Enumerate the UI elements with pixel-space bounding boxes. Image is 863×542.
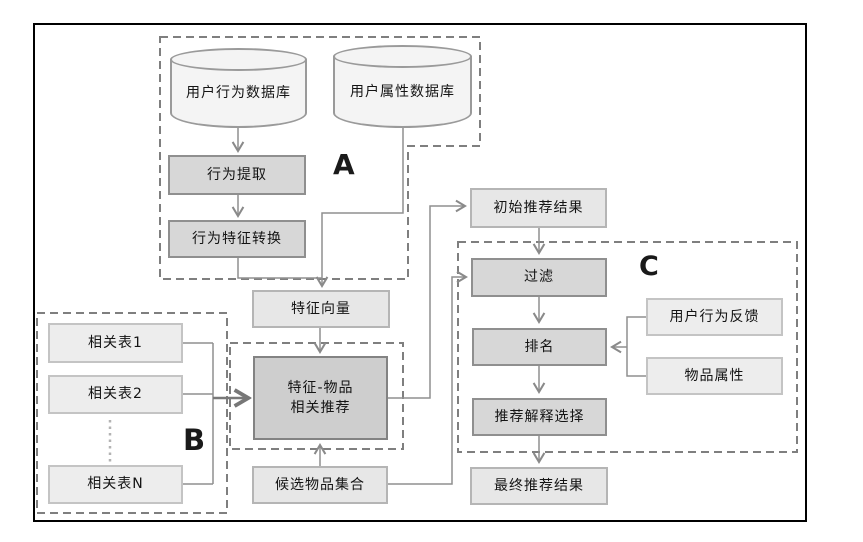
- node-final-results: 最终推荐结果: [470, 467, 608, 505]
- cylinder-body: [333, 56, 472, 128]
- group-c-outline: [457, 241, 798, 453]
- feature-item-line1: 特征-物品: [287, 379, 354, 396]
- node-filter: 过滤: [471, 258, 607, 297]
- feature-item-line2: 相关推荐: [290, 400, 351, 416]
- edge-itemattr-junction: [626, 347, 646, 377]
- cylinder-top: [170, 48, 307, 71]
- node-item-attributes: 物品属性: [646, 357, 783, 395]
- edge-feedback-junction: [626, 316, 646, 347]
- cylinder-top: [333, 45, 472, 68]
- database-user-attribute-label: 用户属性数据库: [350, 83, 455, 100]
- edge-featureitem-initial: [388, 199, 467, 399]
- database-user-behavior-label: 用户行为数据库: [186, 85, 291, 101]
- group-a-label: A: [333, 148, 355, 181]
- edge-convert-join: [237, 258, 322, 279]
- group-a-outline: [159, 36, 481, 280]
- group-b-label: B: [183, 423, 206, 457]
- group-b-outline: [36, 312, 228, 514]
- node-ranking: 排名: [472, 328, 607, 366]
- node-related-table-1: 相关表1: [48, 323, 183, 363]
- node-initial-results: 初始推荐结果: [470, 188, 607, 228]
- node-feature-item-recommend: 特征-物品 相关推荐: [253, 356, 388, 440]
- group-c-label: C: [639, 251, 659, 282]
- edge-candidate-filter: [388, 270, 468, 485]
- node-user-feedback: 用户行为反馈: [646, 298, 783, 336]
- database-user-attribute: 用户属性数据库: [333, 45, 472, 128]
- node-feature-vector: 特征向量: [252, 290, 390, 328]
- node-explain-select: 推荐解释选择: [472, 398, 607, 436]
- database-user-behavior: 用户行为数据库: [170, 48, 307, 128]
- node-behavior-convert: 行为特征转换: [168, 220, 306, 258]
- node-related-table-n: 相关表N: [48, 465, 183, 504]
- edge-dbattr-featurevector: [315, 128, 404, 288]
- node-candidate-items: 候选物品集合: [252, 466, 388, 504]
- node-behavior-extract: 行为提取: [168, 155, 306, 195]
- node-related-table-2: 相关表2: [48, 375, 183, 414]
